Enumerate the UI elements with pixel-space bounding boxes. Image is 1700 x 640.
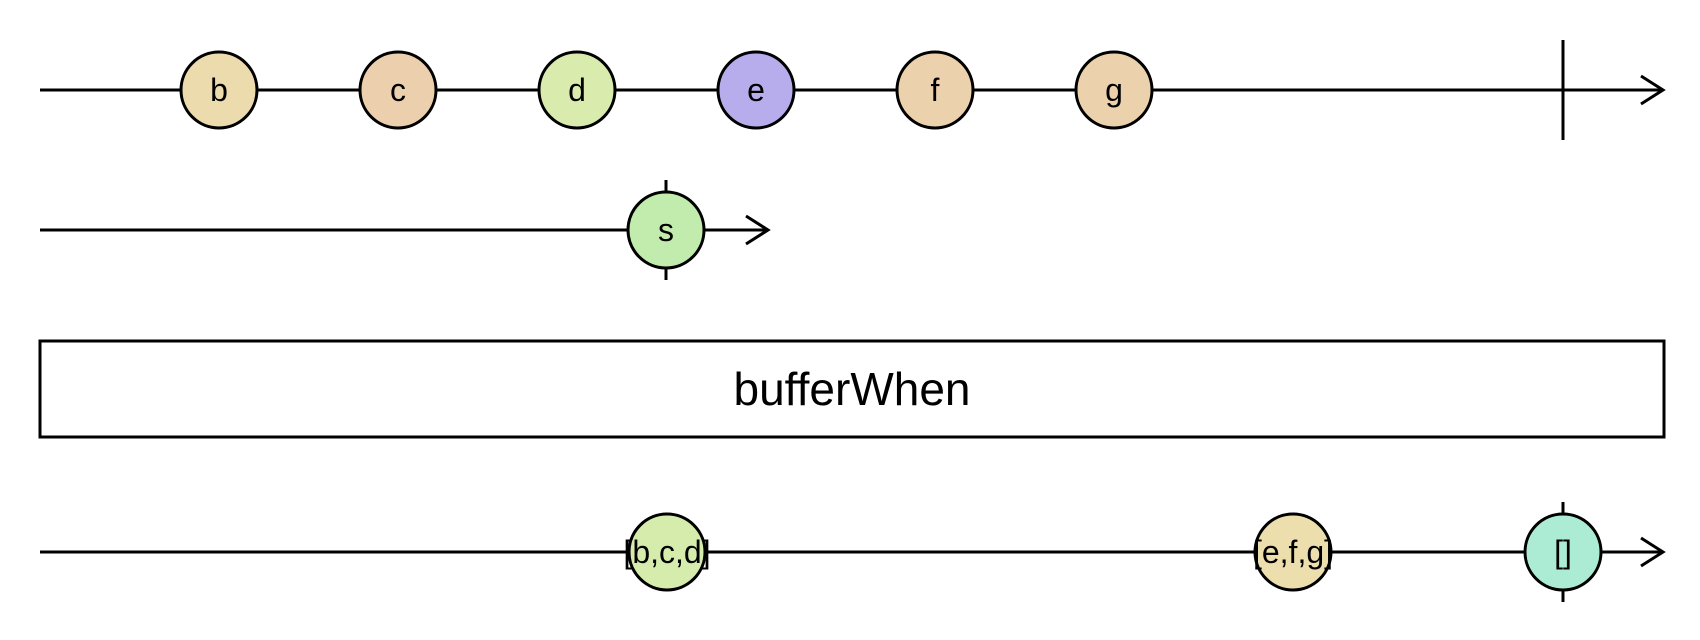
source-marble-label: c [390,72,406,108]
source-marble-circle [537,50,617,130]
output-arrowhead [1640,536,1666,568]
output-marble: [e,f,g] [1253,512,1333,592]
source-marble: c [358,50,438,130]
output-marble-label: [e,f,g] [1253,534,1333,570]
operator-box: bufferWhen [38,339,1666,439]
notifier-marble-circle [626,190,706,270]
source-marble: d [537,50,617,130]
output-timeline: [b,c,d] [e,f,g] [] [40,502,1666,602]
source-marble-label: d [568,72,586,108]
source-marble-circle [358,50,438,130]
notifier-timeline: s [40,180,771,280]
source-marble-circle [716,50,796,130]
notifier-marble: s [626,190,706,270]
source-arrowhead [1640,74,1666,106]
output-marble-circle [1253,512,1333,592]
notifier-marble-label: s [658,212,674,248]
source-marble-circle [179,50,259,130]
output-marble-label: [] [1554,534,1572,570]
source-marble-circle [895,50,975,130]
source-marble-label: b [210,72,228,108]
source-marble-circle [1074,50,1154,130]
source-marble: e [716,50,796,130]
output-marble: [] [1523,512,1603,592]
source-marble-label: e [747,72,765,108]
source-marble: g [1074,50,1154,130]
operator-rect [38,339,1666,439]
source-marble: f [895,50,975,130]
output-marble: [b,c,d] [623,512,711,592]
operator-label: bufferWhen [734,363,971,415]
output-marble-circle [627,512,707,592]
source-marble-label: g [1105,72,1123,108]
notifier-arrowhead [745,214,771,246]
source-marble-label: f [931,72,940,108]
output-marble-label: [b,c,d] [623,534,710,570]
source-timeline: b c d e f g [40,40,1666,140]
output-marble-circle [1523,512,1603,592]
source-marble: b [179,50,259,130]
